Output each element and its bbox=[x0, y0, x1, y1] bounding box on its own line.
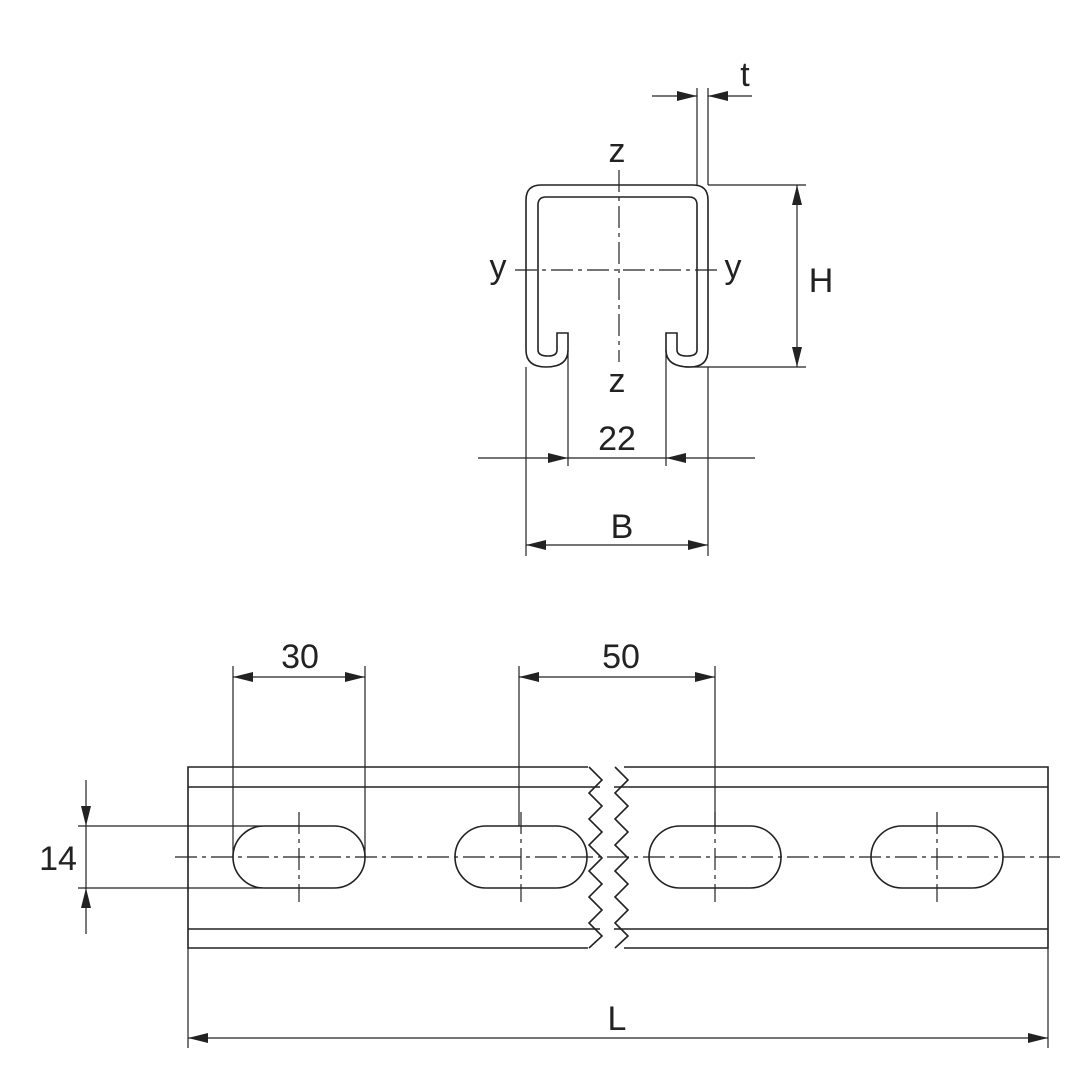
length-label: L bbox=[608, 1000, 627, 1038]
height-dimension: H bbox=[685, 184, 834, 368]
thickness-label: t bbox=[740, 56, 750, 94]
slot-length-dimension: 30 bbox=[232, 638, 366, 857]
axis-y-left-label: y bbox=[490, 248, 507, 286]
slot-pitch-dimension: 50 bbox=[518, 638, 716, 826]
profile-outline bbox=[525, 184, 709, 368]
width-dimension: B bbox=[525, 367, 709, 556]
axis-z-top-label: z bbox=[609, 132, 626, 170]
height-label: H bbox=[809, 262, 834, 300]
slot-width-dimension: 14 bbox=[39, 780, 262, 934]
slot-length-label: 30 bbox=[281, 638, 319, 676]
channel-cross-section: z z y y t H 22 bbox=[478, 56, 833, 556]
width-label: B bbox=[611, 508, 634, 546]
break-line-left bbox=[587, 766, 604, 949]
slot-width-label: 14 bbox=[39, 840, 77, 878]
slot-opening-dimension: 22 bbox=[478, 350, 755, 466]
rail-side-view: 30 50 14 L bbox=[39, 638, 1060, 1048]
slot-center-marks bbox=[298, 812, 938, 902]
slot-opening-label: 22 bbox=[598, 420, 636, 458]
length-dimension: L bbox=[187, 948, 1049, 1048]
thickness-dimension: t bbox=[652, 56, 752, 185]
axis-z-bottom-label: z bbox=[609, 362, 626, 400]
break-line-right bbox=[613, 766, 630, 949]
slot-pitch-label: 50 bbox=[602, 638, 640, 676]
axis-y-right-label: y bbox=[725, 248, 742, 286]
